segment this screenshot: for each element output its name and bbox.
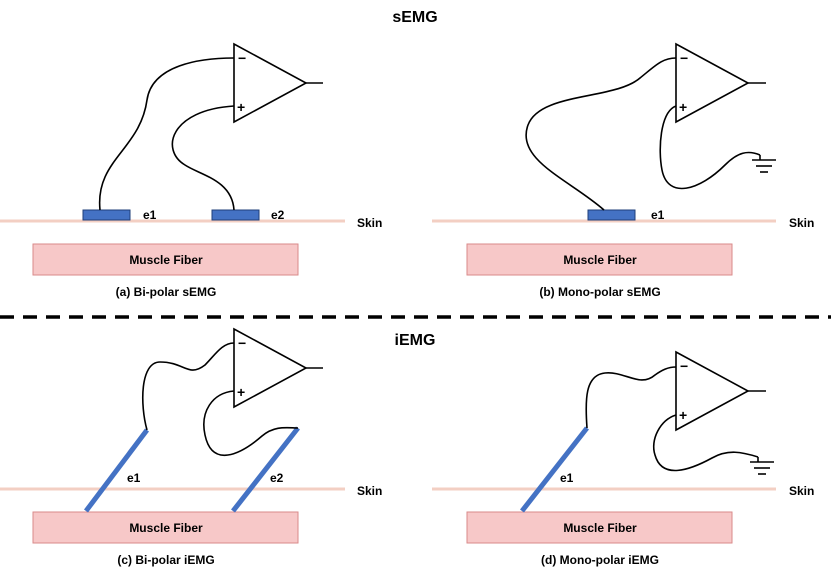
plus-sign: + <box>237 384 245 400</box>
muscle-fiber-label: Muscle Fiber <box>563 521 637 535</box>
needle-electrode-e2 <box>231 426 300 513</box>
electrode-e2-label: e2 <box>271 208 285 222</box>
wire-e1-to-minus <box>141 342 235 431</box>
panel-c-bipolar-iemg: Skin Muscle Fiber e1 e2 − + (c) Bi-polar… <box>0 327 382 567</box>
skin-label: Skin <box>357 216 382 230</box>
minus-sign: − <box>238 50 246 66</box>
wire-e2-to-plus <box>171 105 235 211</box>
wire-e1-to-minus <box>585 366 677 429</box>
electrode-e2 <box>211 209 260 221</box>
muscle-fiber-label: Muscle Fiber <box>129 521 203 535</box>
minus-sign: − <box>680 358 688 374</box>
plus-sign: + <box>679 99 687 115</box>
iemg-title: iEMG <box>395 332 436 349</box>
caption-b: (b) Mono-polar sEMG <box>539 285 660 299</box>
electrode-e2-label: e2 <box>270 471 284 485</box>
panel-b-monopolar-semg: Skin Muscle Fiber e1 − + (b) Mono-polar … <box>432 42 814 299</box>
muscle-fiber <box>466 511 733 544</box>
needle-electrode-e1 <box>84 428 149 513</box>
op-amp <box>233 327 308 409</box>
semg-title: sEMG <box>392 9 437 26</box>
panel-a-bipolar-semg: Skin Muscle Fiber e1 e2 − + (a) Bi-polar… <box>0 42 382 299</box>
electrode-e1-label: e1 <box>127 471 141 485</box>
electrode-e1-label: e1 <box>560 471 574 485</box>
electrode-e1 <box>82 209 131 221</box>
wire-e1-to-minus <box>525 57 677 211</box>
caption-d: (d) Mono-polar iEMG <box>541 553 659 567</box>
muscle-fiber <box>466 243 733 276</box>
wire-e2-to-plus <box>203 390 299 456</box>
skin-label: Skin <box>357 484 382 498</box>
muscle-fiber <box>32 243 299 276</box>
caption-a: (a) Bi-polar sEMG <box>116 285 217 299</box>
wire-plus-to-ground <box>653 414 759 472</box>
op-amp <box>675 42 750 124</box>
caption-c: (c) Bi-polar iEMG <box>117 553 214 567</box>
needle-electrode-e1 <box>520 426 589 513</box>
op-amp <box>675 350 750 432</box>
muscle-fiber-label: Muscle Fiber <box>129 253 203 267</box>
wire-e1-to-minus <box>98 57 235 211</box>
electrode-e1-label: e1 <box>651 208 665 222</box>
wire-plus-to-ground <box>659 105 761 190</box>
minus-sign: − <box>238 335 246 351</box>
plus-sign: + <box>237 99 245 115</box>
muscle-fiber-label: Muscle Fiber <box>563 253 637 267</box>
skin-label: Skin <box>789 216 814 230</box>
electrode-e1-label: e1 <box>143 208 157 222</box>
muscle-fiber <box>32 511 299 544</box>
skin-label: Skin <box>789 484 814 498</box>
panel-d-monopolar-iemg: Skin Muscle Fiber e1 − + (d) Mono-polar … <box>432 350 814 567</box>
minus-sign: − <box>680 50 688 66</box>
ground-icon <box>752 155 776 173</box>
op-amp <box>233 42 308 124</box>
plus-sign: + <box>679 407 687 423</box>
ground-icon <box>750 457 774 475</box>
electrode-e1 <box>587 209 636 221</box>
